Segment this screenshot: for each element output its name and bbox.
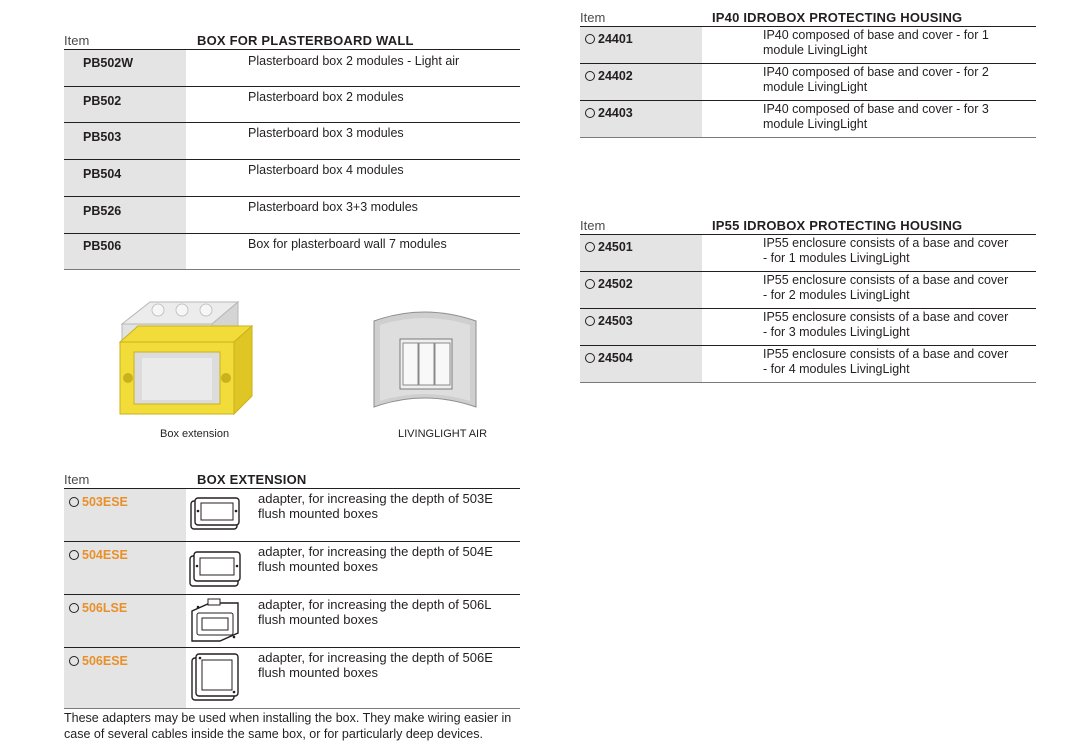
item-code: 24504	[598, 351, 633, 365]
table-row: 24403 IP40 composed of base and cover - …	[580, 101, 1036, 138]
item-description: IP40 composed of base and cover - for 1 …	[763, 28, 989, 57]
item-description: IP40 composed of base and cover - for 2 …	[763, 65, 989, 94]
table-title: IP40 IDROBOX PROTECTING HOUSING	[712, 10, 963, 25]
box-extension-image	[118, 300, 254, 416]
item-code: 506LSE	[82, 601, 128, 615]
radio-circle-icon	[69, 656, 79, 666]
item-code: 504ESE	[82, 548, 128, 562]
table-row: 24503 IP55 enclosure consists of a base …	[580, 309, 1036, 346]
item-column-header: Item	[580, 10, 606, 25]
item-column-header: Item	[580, 218, 606, 233]
installation-note: These adapters may be used when installi…	[64, 711, 512, 741]
table-header: Item BOX FOR PLASTERBOARD WALL	[64, 33, 520, 50]
table-row: 504ESE adapter, for increasing the depth…	[64, 542, 520, 595]
table-row: PB526 Plasterboard box 3+3 modules	[64, 197, 520, 234]
table-header: Item IP55 IDROBOX PROTECTING HOUSING	[580, 218, 1036, 235]
table-row: 503ESE adapter, for increasing the depth…	[64, 489, 520, 542]
table-row: 506LSE adapter, for increasing the depth…	[64, 595, 520, 648]
item-code: PB502W	[83, 56, 134, 70]
item-description: Plasterboard box 2 modules - Light air	[248, 54, 460, 68]
item-description: adapter, for increasing the depth of 504…	[258, 544, 493, 574]
radio-circle-icon	[585, 242, 595, 252]
radio-circle-icon	[69, 497, 79, 507]
item-code: PB503	[83, 130, 122, 144]
item-description: Box for plasterboard wall 7 modules	[248, 237, 447, 251]
item-code: 24403	[598, 106, 633, 120]
livinglight-air-caption: LIVINGLIGHT AIR	[398, 428, 488, 440]
item-description: adapter, for increasing the depth of 506…	[258, 650, 493, 680]
radio-circle-icon	[585, 316, 595, 326]
table-header: Item IP40 IDROBOX PROTECTING HOUSING	[580, 10, 1036, 27]
table-title: BOX EXTENSION	[197, 472, 307, 487]
table-row: PB503 Plasterboard box 3 modules	[64, 123, 520, 160]
item-code: PB504	[83, 167, 122, 181]
radio-circle-icon	[585, 34, 595, 44]
table-row: 506ESE adapter, for increasing the depth…	[64, 648, 520, 709]
radio-circle-icon	[585, 71, 595, 81]
table-row: 24502 IP55 enclosure consists of a base …	[580, 272, 1036, 309]
adapter-506e-icon	[191, 653, 239, 701]
adapter-503-icon	[190, 497, 240, 530]
item-description: adapter, for increasing the depth of 503…	[258, 491, 493, 521]
item-code: 24501	[598, 240, 633, 254]
radio-circle-icon	[585, 279, 595, 289]
item-code: 503ESE	[82, 495, 128, 509]
table-row: PB504 Plasterboard box 4 modules	[64, 160, 520, 197]
item-code: 24402	[598, 69, 633, 83]
item-description: IP55 enclosure consists of a base and co…	[763, 273, 1009, 302]
item-description: adapter, for increasing the depth of 506…	[258, 597, 491, 627]
item-column-header: Item	[64, 33, 90, 48]
item-code: 506ESE	[82, 654, 128, 668]
table-title: IP55 IDROBOX PROTECTING HOUSING	[712, 218, 963, 233]
item-column-header: Item	[64, 472, 90, 487]
ip55-table: Item IP55 IDROBOX PROTECTING HOUSING 245…	[580, 218, 1036, 383]
adapter-504-icon	[189, 551, 241, 587]
item-description: IP55 enclosure consists of a base and co…	[763, 347, 1009, 376]
table-row: 24402 IP40 composed of base and cover - …	[580, 64, 1036, 101]
table-title: BOX FOR PLASTERBOARD WALL	[197, 33, 414, 48]
table-row: 24501 IP55 enclosure consists of a base …	[580, 235, 1036, 272]
item-description: IP55 enclosure consists of a base and co…	[763, 310, 1009, 339]
item-description: Plasterboard box 3+3 modules	[248, 200, 418, 214]
item-code: 24502	[598, 277, 633, 291]
item-code: PB526	[83, 204, 122, 218]
item-description: Plasterboard box 4 modules	[248, 163, 404, 177]
table-row: 24401 IP40 composed of base and cover - …	[580, 27, 1036, 64]
radio-circle-icon	[585, 353, 595, 363]
ip40-table: Item IP40 IDROBOX PROTECTING HOUSING 244…	[580, 10, 1036, 138]
table-row: PB502W Plasterboard box 2 modules - Ligh…	[64, 50, 520, 87]
radio-circle-icon	[69, 603, 79, 613]
item-description: IP40 composed of base and cover - for 3 …	[763, 102, 989, 131]
radio-circle-icon	[585, 108, 595, 118]
table-header: Item BOX EXTENSION	[64, 472, 520, 489]
table-row: PB502 Plasterboard box 2 modules	[64, 87, 520, 123]
livinglight-air-image	[373, 311, 477, 408]
box-extension-caption: Box extension	[160, 428, 230, 440]
plasterboard-table: Item BOX FOR PLASTERBOARD WALL PB502W Pl…	[64, 33, 520, 270]
item-code: 24401	[598, 32, 633, 46]
item-code: 24503	[598, 314, 633, 328]
item-code: PB502	[83, 94, 122, 108]
box-extension-table: Item BOX EXTENSION 503ESE adapter, for i…	[64, 472, 520, 709]
table-row: 24504 IP55 enclosure consists of a base …	[580, 346, 1036, 383]
adapter-506l-icon	[191, 598, 239, 642]
radio-circle-icon	[69, 550, 79, 560]
item-description: Plasterboard box 2 modules	[248, 90, 404, 104]
table-row: PB506 Box for plasterboard wall 7 module…	[64, 234, 520, 270]
item-description: Plasterboard box 3 modules	[248, 126, 404, 140]
item-code: PB506	[83, 239, 122, 253]
item-description: IP55 enclosure consists of a base and co…	[763, 236, 1009, 265]
